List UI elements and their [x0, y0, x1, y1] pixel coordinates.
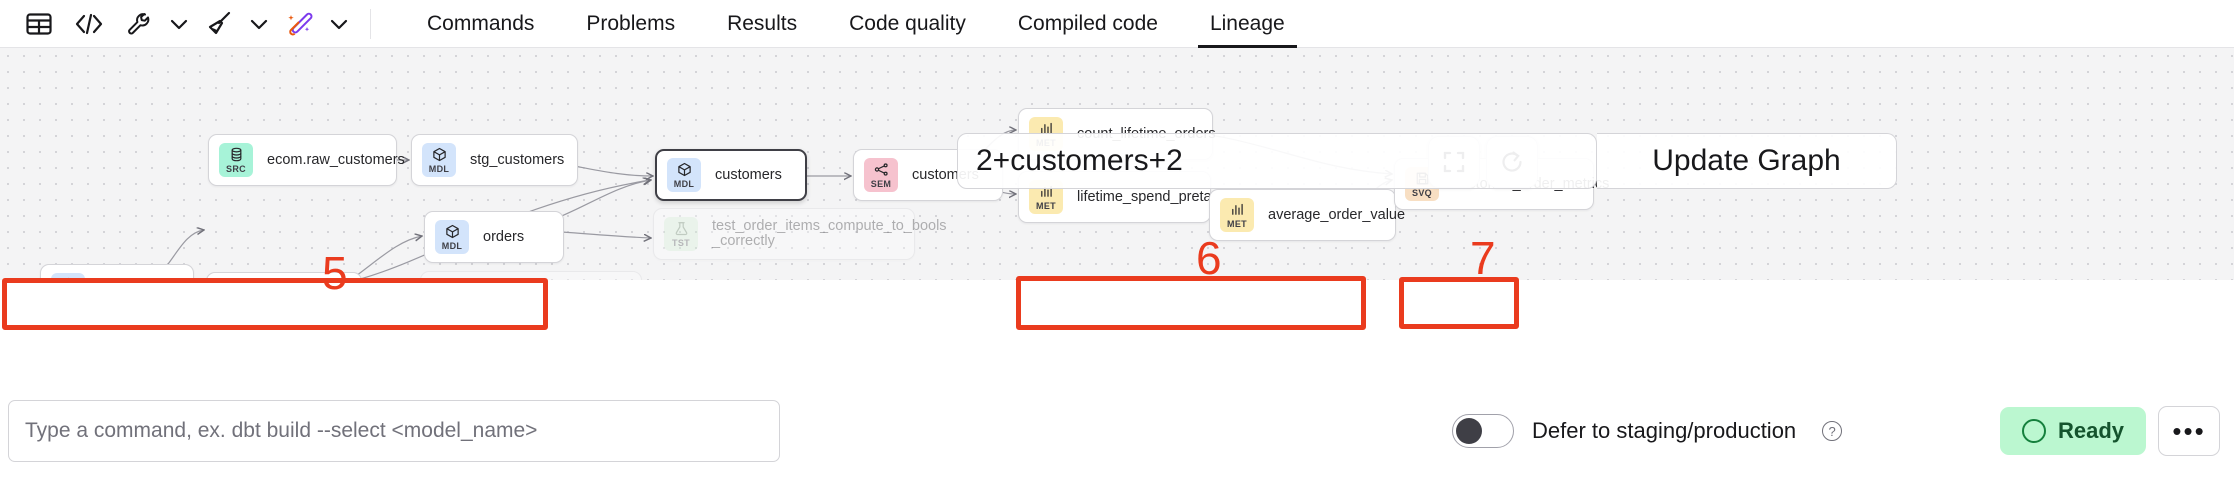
node-type-label: MET [1227, 218, 1247, 229]
update-graph-button[interactable]: Update Graph [1597, 133, 1897, 189]
status-label: Ready [2058, 418, 2125, 443]
node-type-label: MDL [428, 163, 450, 174]
lineage-node-label: ecom.raw_customers [267, 152, 405, 168]
cube-icon: MDL [435, 220, 469, 254]
graph-icon: SEM [864, 158, 898, 192]
tab-results[interactable]: Results [727, 11, 798, 35]
top-toolbar: Commands Problems Results Code quality Compi… [0, 0, 2234, 48]
bar-chart-icon: MET [1220, 198, 1254, 232]
tab-problems[interactable]: Problems [586, 11, 676, 35]
lineage-node-customers-mdl[interactable]: MDL customers [655, 149, 807, 201]
lineage-node-orders[interactable]: MDL orders [424, 211, 564, 263]
wrench-icon[interactable] [114, 4, 164, 44]
status-badge[interactable]: Ready [2000, 407, 2147, 455]
node-type-label: SRC [226, 163, 246, 174]
broom-icon[interactable] [194, 4, 244, 44]
update-graph-label: Update Graph [1652, 144, 1841, 177]
lineage-selector-overlay[interactable]: 2+customers+2 [957, 133, 1597, 189]
code-icon[interactable] [64, 4, 114, 44]
lineage-node-average-order-value[interactable]: MET average_order_value [1209, 189, 1405, 241]
node-type-label: SVQ [1412, 187, 1432, 198]
more-options-button[interactable]: ••• [2158, 406, 2221, 456]
lineage-selector-text: 2+customers+2 [976, 144, 1183, 177]
lineage-node-label: average_order_value [1268, 207, 1406, 223]
node-type-label: TST [672, 237, 690, 248]
lineage-node-label: stg_customers [470, 152, 565, 168]
flask-icon: TST [664, 217, 698, 251]
cube-icon: MDL [667, 158, 701, 192]
node-type-label: SEM [870, 178, 892, 189]
lineage-node-label: orders [483, 229, 525, 245]
lineage-node-label: customers [715, 167, 782, 183]
cube-icon: MDL [51, 273, 85, 280]
defer-toggle-knob [1456, 418, 1482, 444]
status-control: Ready ••• [2000, 400, 2221, 462]
cube-icon: MDL [422, 143, 456, 177]
status-dot-icon [2022, 419, 2046, 443]
help-icon[interactable]: ? [1822, 421, 1843, 441]
tab-code-quality[interactable]: Code quality [849, 11, 966, 35]
node-type-label: MDL [673, 178, 695, 189]
defer-control: Defer to staging/production ? [1452, 400, 1843, 462]
tab-bar: Commands Problems Results Code quality Compi… [401, 0, 1311, 48]
node-type-label: MDL [441, 240, 463, 251]
tab-commands[interactable]: Commands [427, 11, 535, 35]
lineage-node-ecom-raw-customers[interactable]: SRC ecom.raw_customers [208, 134, 405, 186]
magic-wand-dropdown-caret-icon[interactable] [324, 4, 354, 44]
node-type-label: MET [1036, 200, 1056, 211]
magic-wand-icon[interactable] [274, 4, 324, 44]
toolbar-icon-group [0, 0, 387, 48]
tab-lineage[interactable]: Lineage [1184, 0, 1311, 48]
wrench-dropdown-caret-icon[interactable] [164, 4, 194, 44]
lineage-node-label: lifetime_spend_pretax [1077, 189, 1219, 205]
database-icon: SRC [219, 143, 253, 177]
table-icon[interactable] [14, 4, 64, 44]
lineage-node-test-order-items[interactable]: TST test_order_items_compute_to_bools _co… [653, 208, 947, 260]
toolbar-divider [370, 8, 371, 39]
broom-dropdown-caret-icon[interactable] [244, 4, 274, 44]
lineage-node-label: test_order_items_compute_to_bools _corre… [712, 218, 947, 249]
defer-toggle[interactable] [1452, 414, 1514, 448]
lineage-node-stg-customers[interactable]: MDL stg_customers [411, 134, 578, 186]
command-input[interactable] [8, 400, 780, 462]
defer-label: Defer to staging/production [1532, 418, 1797, 443]
tab-compiled-code[interactable]: Compiled code [1017, 11, 1158, 35]
command-input-wrap [8, 400, 780, 462]
